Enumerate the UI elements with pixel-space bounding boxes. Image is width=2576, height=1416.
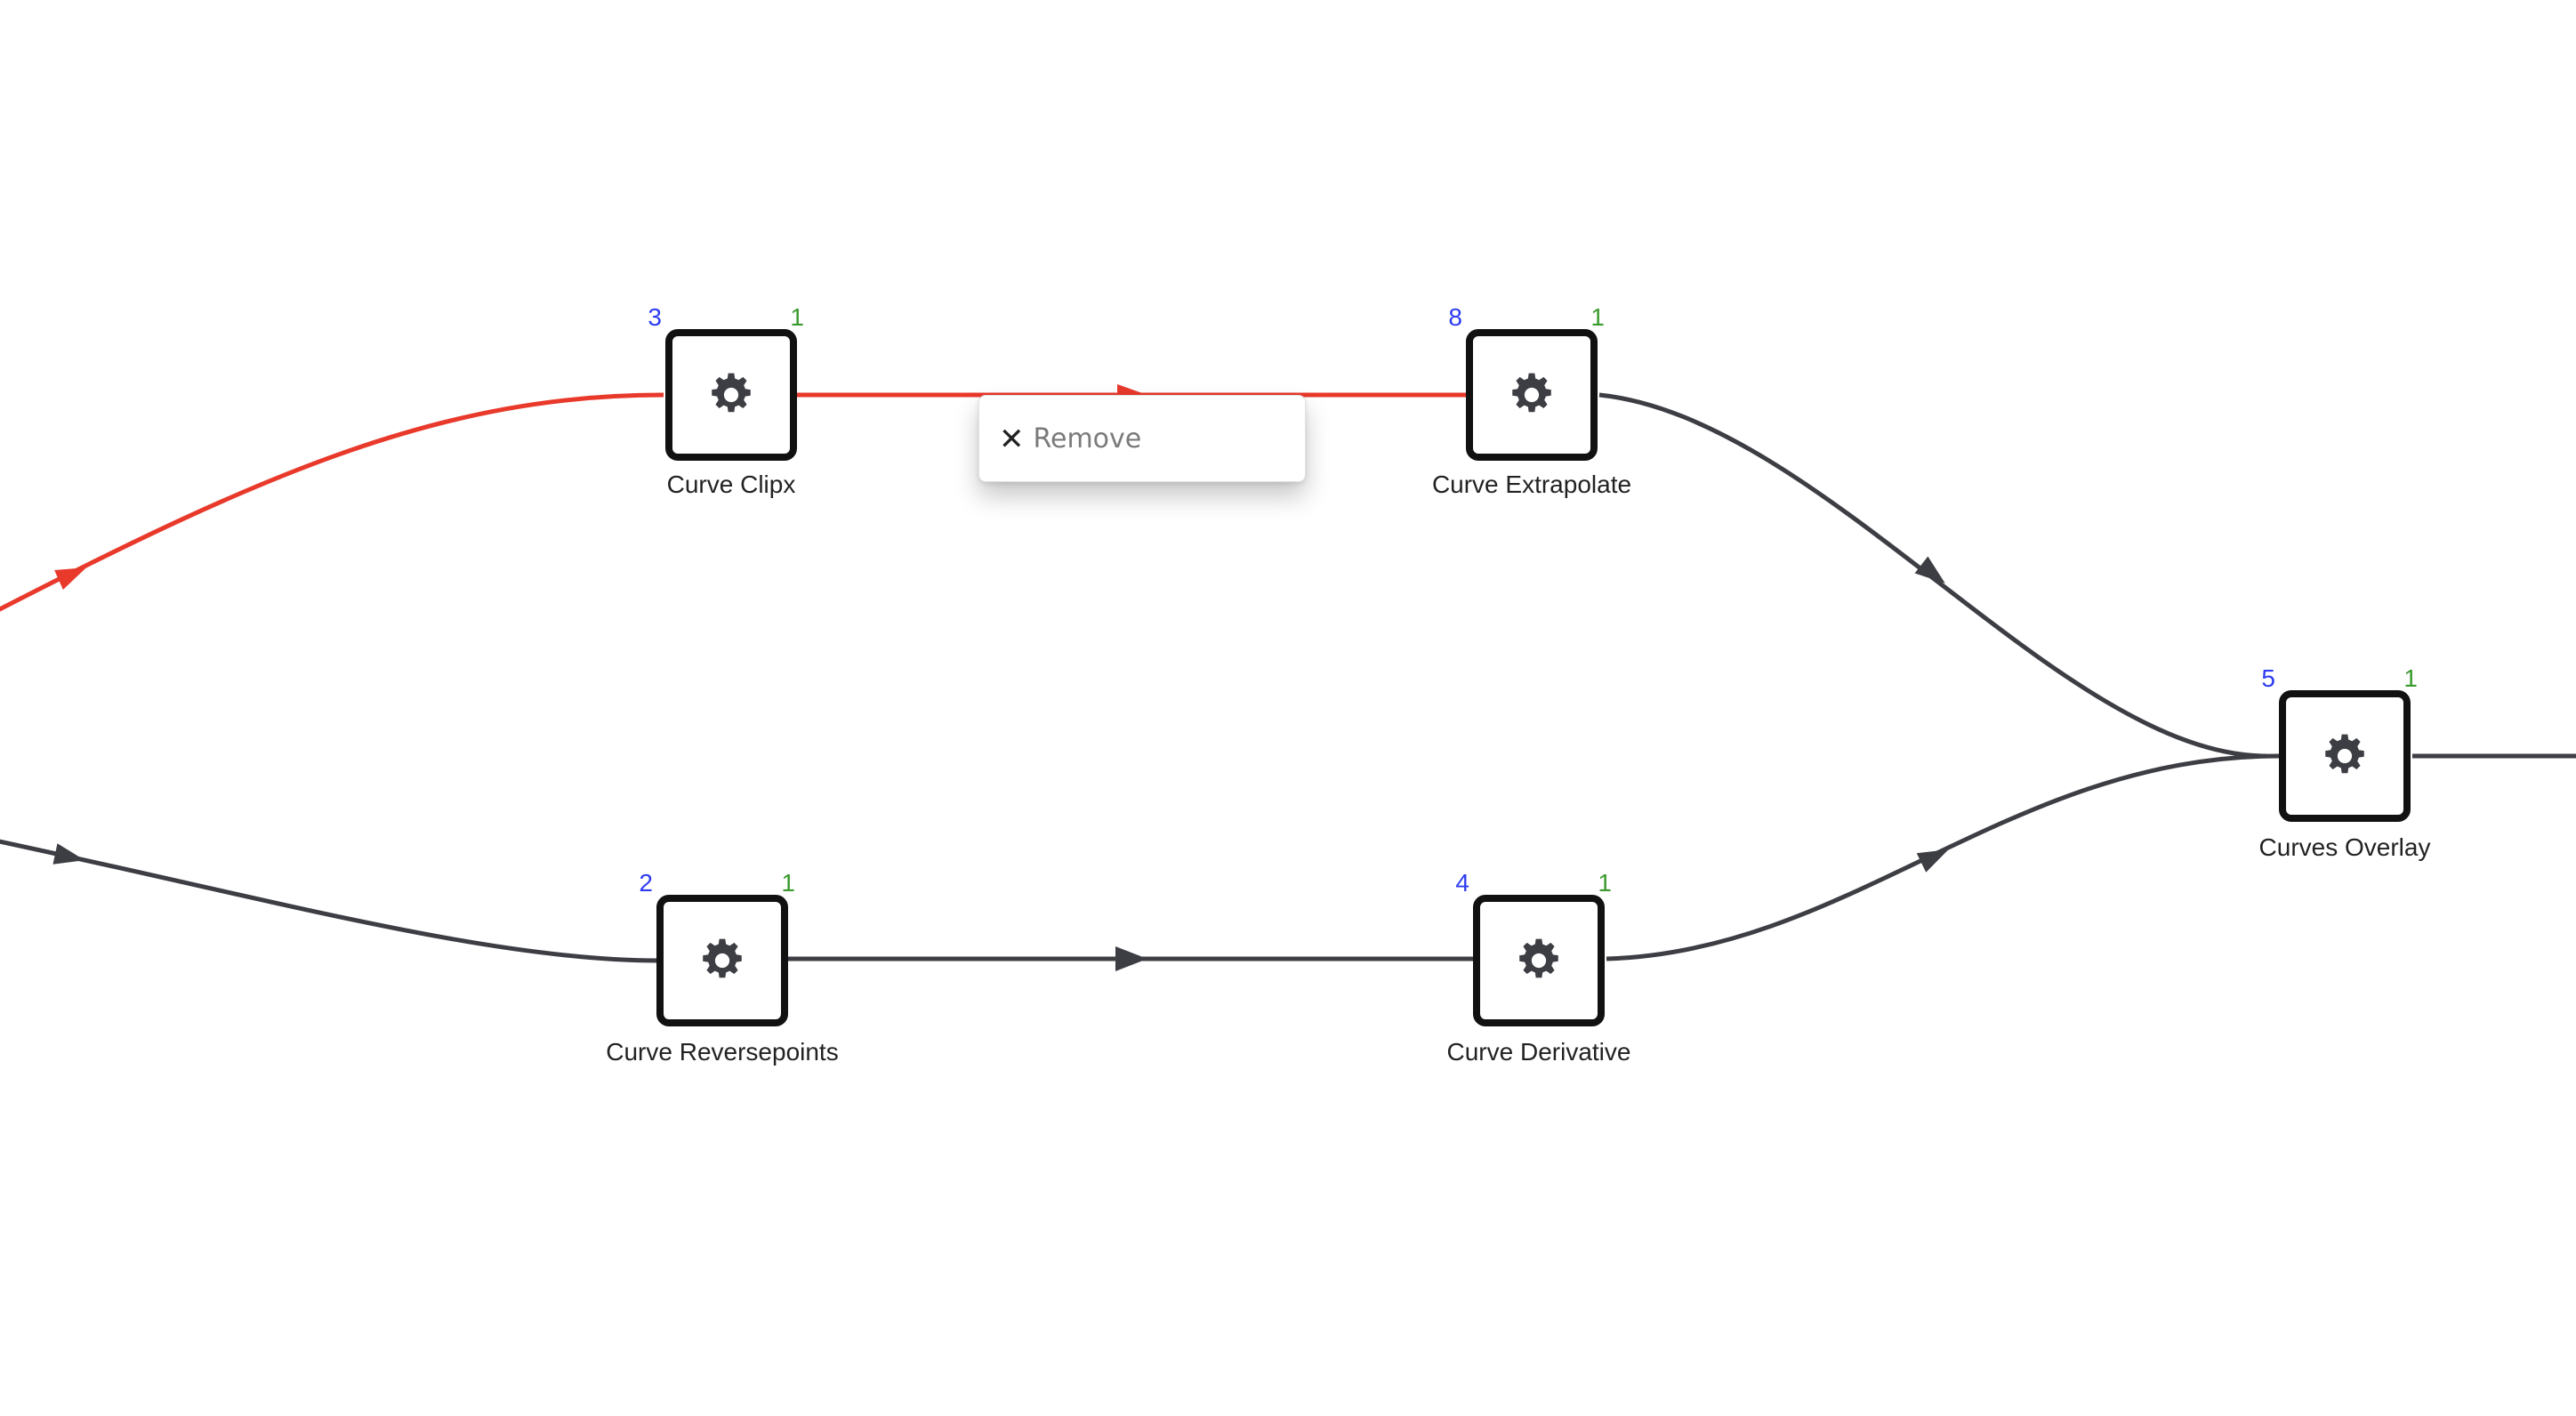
input-count: 2	[639, 869, 653, 897]
node-label: Curves Overlay	[2259, 833, 2431, 861]
output-count: 1	[1598, 869, 1612, 897]
gear-icon	[703, 938, 742, 978]
edge-extrapolate-to-overlay[interactable]	[1598, 392, 2267, 759]
output-count: 1	[790, 303, 804, 331]
node-label: Curve Extrapolate	[1432, 471, 1631, 498]
output-count: 1	[781, 869, 795, 897]
input-count: 8	[1448, 303, 1462, 331]
arrowhead	[52, 843, 85, 865]
gear-icon	[1519, 938, 1558, 978]
arrowhead	[1115, 946, 1147, 971]
input-count: 5	[2261, 664, 2275, 692]
output-count: 1	[2403, 664, 2418, 692]
node-label: Curve Derivative	[1447, 1038, 1631, 1066]
node-label: Curve Clipx	[667, 471, 796, 498]
input-count: 4	[1455, 869, 1469, 897]
edge-input-to-reversepoints[interactable]	[0, 839, 659, 963]
remove-menu-item[interactable]: ✕ Remove	[999, 414, 1141, 465]
remove-label: Remove	[1033, 423, 1142, 455]
edge-input-to-clipx[interactable]	[0, 392, 664, 614]
gear-icon	[712, 373, 751, 413]
close-icon: ✕	[999, 422, 1025, 457]
output-count: 1	[1590, 303, 1605, 331]
node-label: Curve Reversepoints	[606, 1038, 838, 1066]
gear-icon	[1512, 373, 1551, 413]
arrowhead	[1914, 556, 1945, 583]
arrowhead	[1916, 849, 1949, 873]
context-menu: ✕ Remove	[978, 395, 1306, 482]
edge-derivative-to-overlay[interactable]	[1606, 753, 2280, 961]
input-count: 3	[648, 303, 662, 331]
gear-icon	[2325, 734, 2364, 774]
arrowhead	[54, 567, 87, 590]
